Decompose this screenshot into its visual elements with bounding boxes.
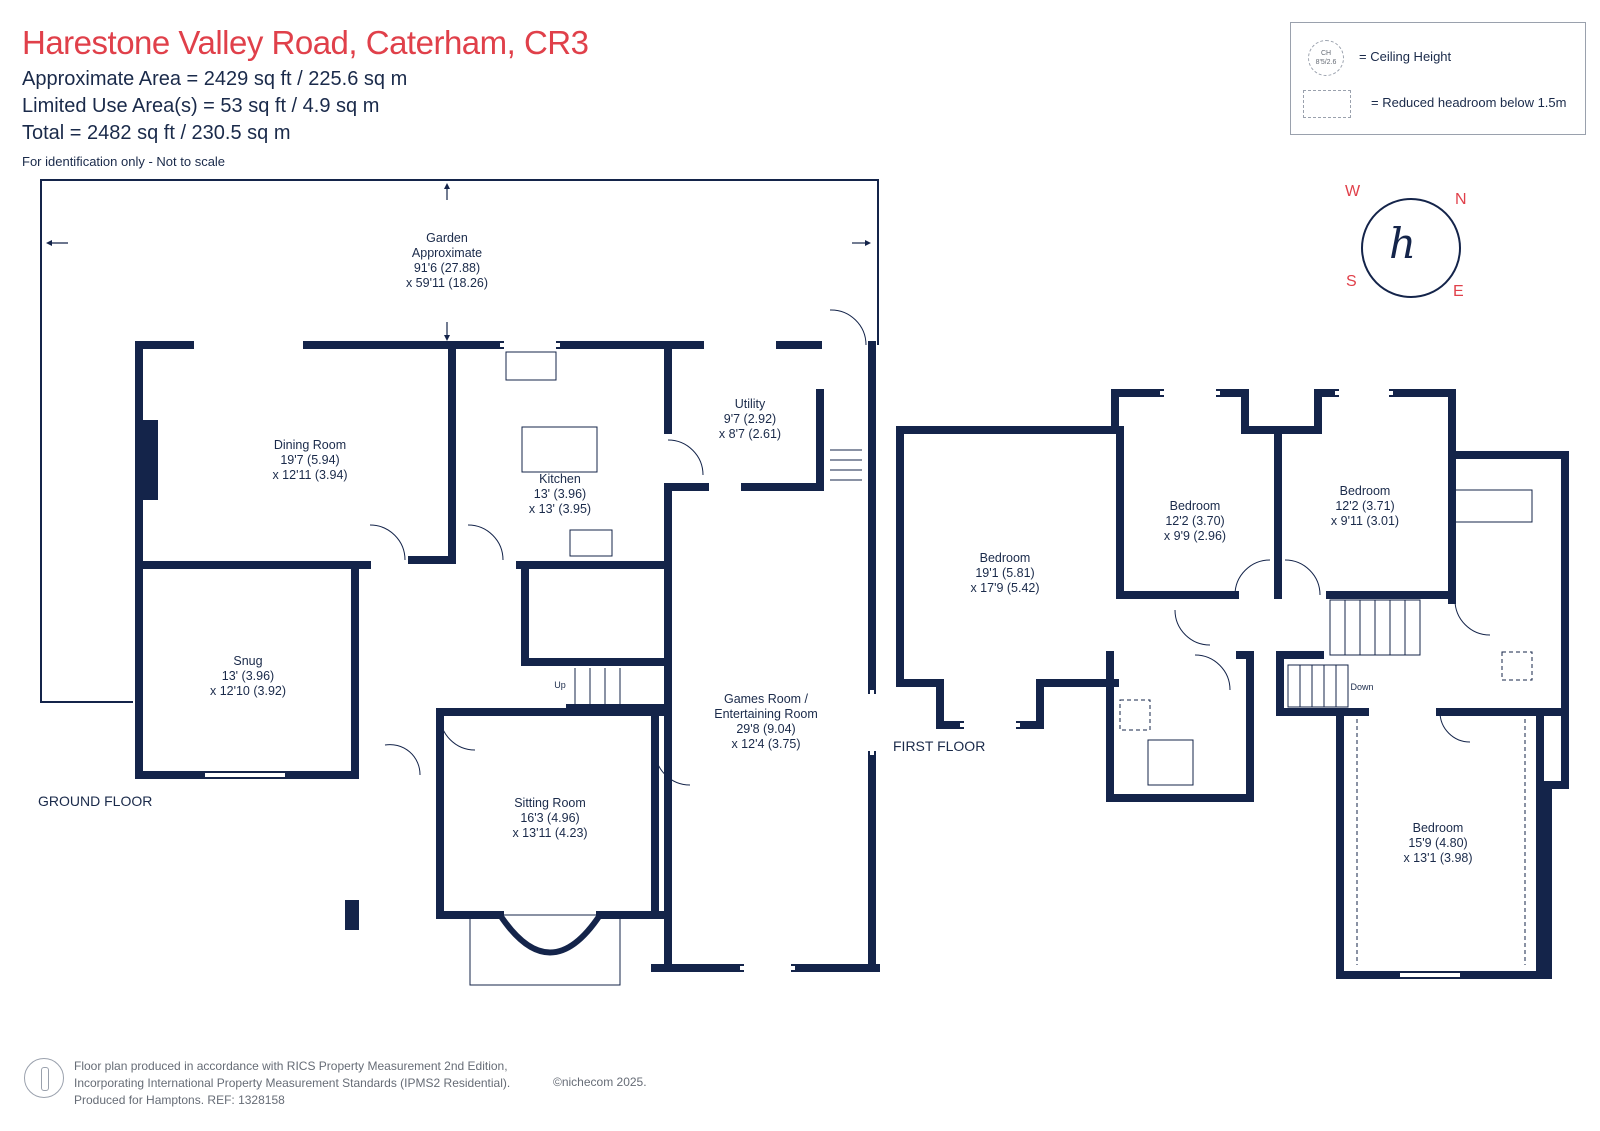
bedroom4-name: Bedroom <box>1413 821 1464 835</box>
kitchen-island <box>521 426 598 473</box>
bedroom3-dim1: 12'2 (3.71) <box>1335 499 1394 513</box>
kitchen-dim1: 13' (3.96) <box>534 487 586 501</box>
ceiling-icon-top: CH <box>1320 50 1332 57</box>
bath-icon <box>1451 489 1533 523</box>
room-dining: Dining Room 19'7 (5.94) x 12'11 (3.94) <box>272 438 347 482</box>
room-bedroom-1: Bedroom 19'1 (5.81) x 17'9 (5.42) <box>970 551 1039 595</box>
utility-dim1: 9'7 (2.92) <box>724 412 776 426</box>
compass-logo-icon: h <box>1389 219 1417 268</box>
room-garden: Garden Approximate 91'6 (27.88) x 59'11 … <box>406 231 488 290</box>
games-name2: Entertaining Room <box>714 707 818 721</box>
info-icon <box>24 1058 64 1098</box>
dining-dim1: 19'7 (5.94) <box>280 453 339 467</box>
room-bedroom-3: Bedroom 12'2 (3.71) x 9'11 (3.01) <box>1331 484 1399 528</box>
garden-dim1: 91'6 (27.88) <box>414 261 480 275</box>
bedroom4-dim1: 15'9 (4.80) <box>1408 836 1467 850</box>
reduced-headroom-label: = Reduced headroom below 1.5m <box>1371 95 1567 110</box>
pillar <box>345 900 359 930</box>
dining-dim2: x 12'11 (3.94) <box>272 468 347 482</box>
copyright: ©nichecom 2025. <box>553 1075 647 1089</box>
bay-window <box>469 914 621 986</box>
bedroom1-dim2: x 17'9 (5.42) <box>970 581 1039 595</box>
compass-e: E <box>1453 283 1464 300</box>
bedroom1-dim1: 19'1 (5.81) <box>975 566 1034 580</box>
compass-ring <box>1361 198 1461 298</box>
room-snug: Snug 13' (3.96) x 12'10 (3.92) <box>210 654 286 698</box>
reduced-headroom-areas <box>1119 651 1533 965</box>
footer-text: Floor plan produced in accordance with R… <box>74 1058 694 1109</box>
bedroom2-name: Bedroom <box>1170 499 1221 513</box>
ceiling-icon-bottom: 8'5/2.6 <box>1315 59 1337 66</box>
approximate-area: Approximate Area = 2429 sq ft / 225.6 sq… <box>22 68 408 90</box>
sitting-room-bay <box>497 913 603 956</box>
compass-n: N <box>1455 191 1467 208</box>
bedroom3-dim2: x 9'11 (3.01) <box>1331 514 1399 528</box>
room-bedroom-4: Bedroom 15'9 (4.80) x 13'1 (3.98) <box>1403 821 1472 865</box>
footer-line-2: Incorporating International Property Mea… <box>74 1076 511 1090</box>
first-floor-label: FIRST FLOOR <box>893 738 985 754</box>
hob-icon <box>569 529 613 557</box>
first-floor-walls <box>896 389 1569 979</box>
disclaimer: For identification only - Not to scale <box>22 154 226 169</box>
room-bedroom-2: Bedroom 12'2 (3.70) x 9'9 (2.96) <box>1164 499 1226 543</box>
ceiling-height-icon: CH 8'5/2.6 <box>1308 40 1344 76</box>
windows <box>205 343 1460 977</box>
first-doors <box>1174 559 1491 743</box>
games-name1: Games Room / <box>724 692 809 706</box>
utility-name: Utility <box>735 397 766 411</box>
compass-s: S <box>1346 273 1357 290</box>
room-kitchen: Kitchen 13' (3.96) x 13' (3.95) <box>529 472 591 516</box>
garden-name: Garden <box>426 231 468 245</box>
sitting-name: Sitting Room <box>514 796 586 810</box>
snug-dim2: x 12'10 (3.92) <box>210 684 286 698</box>
kitchen-name: Kitchen <box>539 472 581 486</box>
garden-approx: Approximate <box>412 246 482 260</box>
kitchen-dim2: x 13' (3.95) <box>529 502 591 516</box>
utility-dim2: x 8'7 (2.61) <box>719 427 781 441</box>
limited-use-area: Limited Use Area(s) = 53 sq ft / 4.9 sq … <box>22 95 380 117</box>
ground-up-label: Up <box>554 680 566 690</box>
snug-dim1: 13' (3.96) <box>222 669 274 683</box>
garden-outline <box>40 179 879 703</box>
reduced-headroom-icon <box>1303 90 1351 118</box>
kitchen-sink-icon <box>505 351 557 381</box>
bedroom2-dim2: x 9'9 (2.96) <box>1164 529 1226 543</box>
bedroom4-dim2: x 13'1 (3.98) <box>1403 851 1472 865</box>
sitting-dim1: 16'3 (4.96) <box>520 811 579 825</box>
games-dim1: 29'8 (9.04) <box>736 722 795 736</box>
dining-name: Dining Room <box>274 438 346 452</box>
first-down-label: Down <box>1350 682 1373 692</box>
games-dim2: x 12'4 (3.75) <box>731 737 800 751</box>
bedroom3-name: Bedroom <box>1340 484 1391 498</box>
ground-doors <box>369 309 867 786</box>
footer-line-1: Floor plan produced in accordance with R… <box>74 1059 508 1073</box>
footer-line-3: Produced for Hamptons. REF: 1328158 <box>74 1093 285 1107</box>
legend-box: CH 8'5/2.6 = Ceiling Height = Reduced he… <box>1290 22 1586 135</box>
fireplace <box>143 420 158 500</box>
room-sitting: Sitting Room 16'3 (4.96) x 13'11 (4.23) <box>512 796 587 840</box>
shower-tray-icon <box>1147 739 1194 786</box>
snug-name: Snug <box>233 654 262 668</box>
compass-w: W <box>1345 183 1361 200</box>
ceiling-height-label: = Ceiling Height <box>1359 49 1452 64</box>
compass: h W N S E <box>1345 183 1475 303</box>
bedroom1-name: Bedroom <box>980 551 1031 565</box>
ground-floor-label: GROUND FLOOR <box>38 793 152 809</box>
first-stairs <box>1287 599 1421 708</box>
page-title: Harestone Valley Road, Caterham, CR3 <box>22 24 589 61</box>
room-utility: Utility 9'7 (2.92) x 8'7 (2.61) <box>719 397 781 441</box>
garden-dim2: x 59'11 (18.26) <box>406 276 488 290</box>
total-area: Total = 2482 sq ft / 230.5 sq m <box>22 122 291 144</box>
room-games: Games Room / Entertaining Room 29'8 (9.0… <box>714 692 818 751</box>
ground-stairs <box>574 449 862 708</box>
bedroom2-dim1: 12'2 (3.70) <box>1165 514 1224 528</box>
sitting-dim2: x 13'11 (4.23) <box>512 826 587 840</box>
